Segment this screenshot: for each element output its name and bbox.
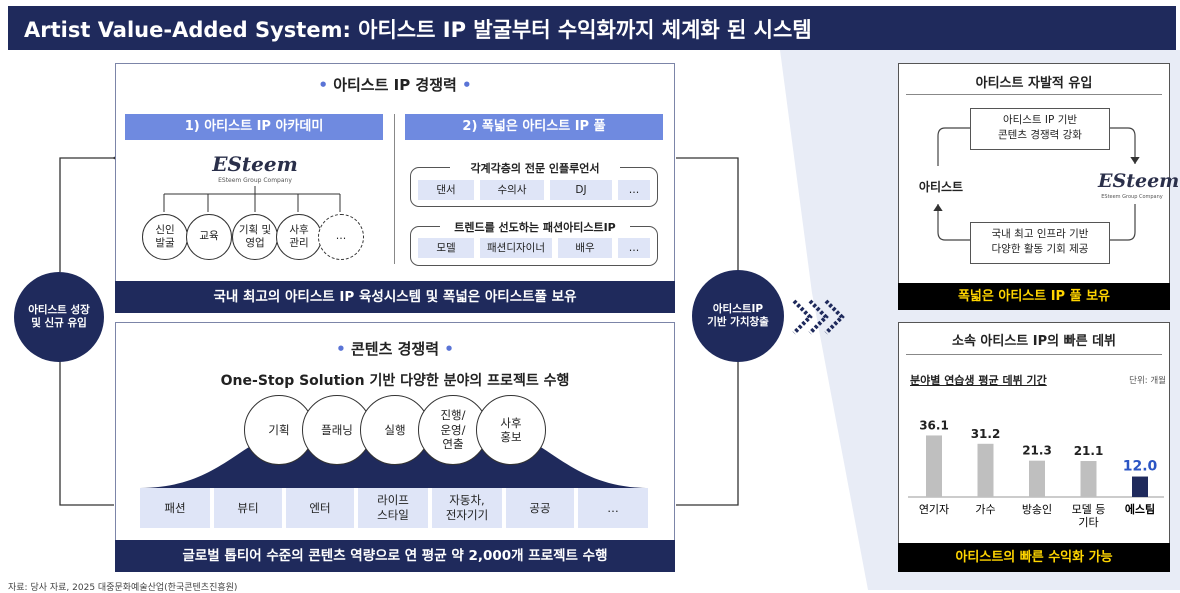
fashion-group-title: 트렌드를 선도하는 패션아티스트IP [440,219,630,235]
stage-promotion: 사후 홍보 [476,395,546,465]
debut-bar-chart: 36.1 연기자 31.2 가수 21.3 방송인 21.1 모델 등기타 12.0 에스팀 [908,418,1164,529]
inflow-footer: 폭넓은 아티스트 IP 풀 보유 [898,283,1170,310]
chart-value-label: 36.1 [919,418,949,432]
ip-box-footer: 국내 최고의 아티스트 IP 육성시스템 및 폭넓은 아티스트풀 보유 [115,281,675,313]
step-recruit: 신인 발굴 [142,214,188,260]
content-box-title: 콘텐츠 경쟁력 [350,340,440,358]
chart-bar [977,443,994,497]
chart-category-label: 연기자 [919,503,949,516]
field-chip: 라이프 스타일 [358,488,428,528]
inflow-box [898,63,1170,310]
chart-bar [926,435,942,497]
debut-footer: 아티스트의 빠른 수익화 가능 [898,543,1170,572]
esteem-logo: ESteem [212,152,298,176]
chart-bar [1029,460,1045,497]
influencer-group-title: 각계각층의 전문 인플루언서 [450,160,620,176]
field-chip: 자동차, 전자기기 [432,488,502,528]
inflow-top-box: 아티스트 IP 기반 콘텐츠 경쟁력 강화 [970,108,1110,150]
chart-title: 분야별 연습생 평균 데뷔 기간 [910,374,1047,387]
pool-item: … [618,238,650,258]
field-chip: 공공 [506,488,574,528]
chart-value-label: 12.0 [1123,459,1158,475]
chart-value-label: 21.1 [1074,444,1104,458]
inflow-artist-label: 아티스트 [918,180,964,194]
field-chip: 뷰티 [214,488,282,528]
step-more: … [318,214,364,260]
pool-item: 모델 [418,238,474,258]
pool-item: DJ [550,180,612,200]
step-aftercare: 사후 관리 [276,214,322,260]
chart-bar [1080,461,1097,497]
pool-item: 배우 [558,238,612,258]
esteem-logo-sub: ESteem Group Company [1101,194,1163,200]
divider [906,94,1162,95]
content-box-footer: 글로벌 톱티어 수준의 콘텐츠 역량으로 연 평균 약 2,000개 프로젝트 … [115,540,675,572]
chart-bar [1132,476,1148,497]
field-chip: 패션 [140,488,210,528]
debut-title: 소속 아티스트 IP의 빠른 데뷔 [951,334,1117,349]
chart-category-label: 가수 [975,503,995,516]
ip-box-title: 아티스트 IP 경쟁력 [333,76,457,94]
value-creation-circle: 아티스트IP 기반 가치창출 [692,270,784,362]
pool-heading: 2) 폭넓은 아티스트 IP 풀 [405,114,663,140]
divider [906,354,1162,355]
pool-item: 패션디자이너 [480,238,552,258]
chart-value-label: 31.2 [971,427,1001,441]
source-note: 자료: 당사 자료, 2025 대중문화예술산업(한국콘텐츠진흥원) [8,583,238,593]
chart-unit: 단위: 개월 [1129,376,1166,386]
field-chip: … [578,488,648,528]
stage-planning: 플래닝 [302,395,372,465]
academy-tree-lines [163,186,341,212]
pool-item: 수의사 [480,180,544,200]
content-subtitle: One-Stop Solution 기반 다양한 분야의 프로젝트 수행 [220,373,570,389]
pool-item: … [618,180,650,200]
chart-category-label: 에스팀 [1125,502,1155,516]
step-training: 교육 [186,214,232,260]
esteem-logo-sub: ESteem Group Company [218,177,292,184]
debut-box [898,322,1170,572]
divider [394,114,395,264]
step-planning-sales: 기획 및 영업 [232,214,278,260]
pool-item: 댄서 [418,180,474,200]
academy-heading: 1) 아티스트 IP 아카데미 [125,114,383,140]
chart-category-label: 방송인 [1022,503,1052,516]
inflow-bottom-box: 국내 최고 인프라 기반 다양한 활동 기회 제공 [970,222,1110,264]
field-chip: 엔터 [286,488,354,528]
inflow-title: 아티스트 자발적 유입 [975,76,1093,91]
inflow-cycle-lines [933,127,1140,241]
chart-value-label: 21.3 [1022,444,1052,458]
artist-growth-circle: 아티스트 성장 및 신규 유입 [14,272,104,362]
chevron-arrows-icon [792,299,845,335]
page-title: Artist Value-Added System: 아티스트 IP 발굴부터 … [8,6,1176,50]
esteem-logo: ESteem [1098,170,1180,192]
chart-category-label: 모델 등 [1072,503,1106,516]
chart-category-label: 기타 [1078,516,1098,529]
